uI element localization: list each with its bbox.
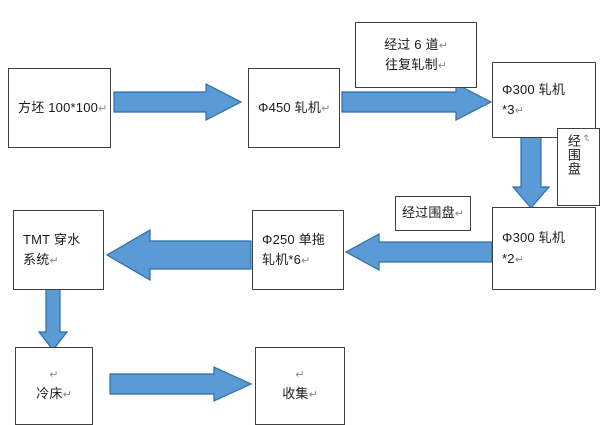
node-mill-450-line-1: Φ450 轧机↵ (258, 99, 331, 115)
node-six-pass-note-line-2: 往复轧制↵ (384, 57, 448, 72)
pilcrow-mark: ↵ (301, 255, 311, 267)
node-mill-300-x2: Φ300 轧机 *2↵ (492, 207, 596, 290)
node-mill-300-x2-line-1: Φ300 轧机 (502, 230, 566, 246)
node-six-pass-note: 经过 6 道↵ 往复轧制↵ (355, 22, 477, 88)
pilcrow-mark: ↵ (308, 389, 318, 402)
arrow-mill300x2-to-mill250 (344, 232, 493, 272)
arrow-mill250-to-tmt (105, 228, 252, 282)
arrow-mill450-to-mill300x3 (341, 83, 493, 121)
arrow-mill300x3-to-mill300x2 (511, 136, 551, 209)
node-tmt-water-cooling: TMT 穿水 系统↵ (13, 210, 104, 290)
node-cooling-bed: ↵ 冷床↵ (15, 347, 93, 425)
pilcrow-mark: ↵ (438, 39, 448, 52)
node-mill-300-x2-line-2: *2↵ (502, 250, 524, 266)
node-collect-blank-line: ↵ (295, 369, 305, 382)
pilcrow-mark: ↵ (514, 253, 524, 266)
node-coil-note-vertical: 经围盘 ↵ (557, 128, 600, 206)
node-cooling-bed-line-1: 冷床↵ (36, 386, 72, 402)
node-mill-250-line-1: Φ250 单拖 (262, 231, 326, 247)
pilcrow-mark: ↵ (62, 389, 72, 402)
node-mill-450: Φ450 轧机↵ (248, 68, 340, 148)
pilcrow-mark: ↵ (49, 255, 59, 267)
node-six-pass-note-line-1: 经过 6 道↵ (384, 36, 448, 52)
arrow-cooling-bed-to-collect (109, 366, 253, 402)
pilcrow-mark: ↵ (514, 105, 524, 117)
node-mill-250-line-2: 轧机*6↵ (262, 252, 311, 267)
node-billet: 方坯 100*100↵ (8, 68, 111, 148)
node-collect-line-1: 收集↵ (282, 386, 318, 402)
node-cooling-bed-blank-line: ↵ (49, 369, 59, 382)
node-mill-300-x3: Φ300 轧机 *3↵ (492, 62, 596, 138)
node-tmt-water-cooling-line-1: TMT 穿水 (23, 231, 81, 247)
node-tmt-water-cooling-line-2: 系统↵ (23, 252, 59, 267)
node-billet-line-1: 方坯 100*100↵ (18, 99, 108, 115)
node-mill-250: Φ250 单拖 轧机*6↵ (252, 210, 344, 290)
pilcrow-mark: ↵ (321, 102, 331, 115)
pilcrow-mark: ↵ (454, 208, 465, 221)
pilcrow-mark: ↵ (579, 134, 591, 143)
pilcrow-mark: ↵ (437, 60, 448, 72)
arrow-billet-to-mill450 (113, 83, 243, 121)
node-collect: ↵ 收集↵ (255, 347, 345, 425)
node-mill-300-x3-line-2: *3↵ (502, 102, 524, 117)
node-through-coil-note: 经过围盘↵ (395, 196, 471, 231)
node-mill-300-x3-line-1: Φ300 轧机 (502, 81, 566, 97)
arrow-tmt-to-cooling-bed (37, 288, 69, 351)
node-coil-note-vertical-text: 经围盘 (565, 134, 581, 176)
pilcrow-mark: ↵ (98, 102, 108, 115)
node-through-coil-note-line-1: 经过围盘↵ (401, 205, 465, 221)
